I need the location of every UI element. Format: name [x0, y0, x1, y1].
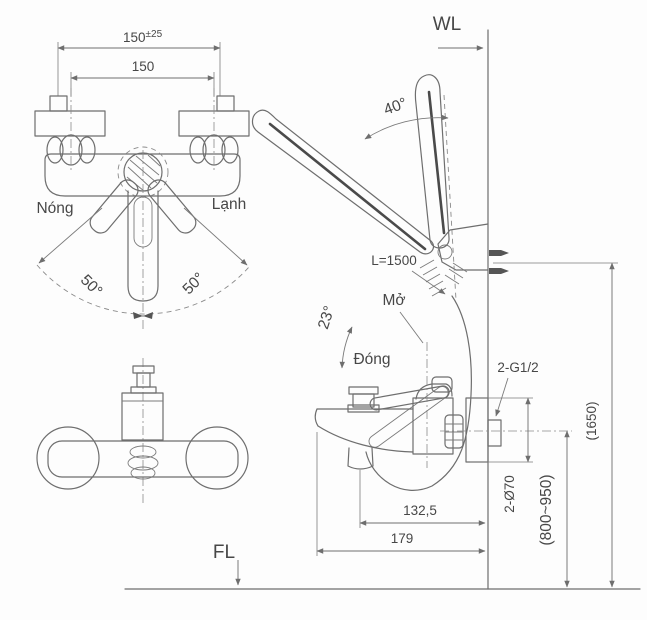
- screw-icon: [489, 250, 509, 256]
- dim-text-shower-angle: 40°: [382, 95, 410, 119]
- dim-text-spout-total-reach: 179: [391, 531, 414, 546]
- wall-escutcheon: [465, 397, 489, 463]
- diverter-knob-side: [348, 386, 379, 395]
- dim-text-install-height: (800~950): [538, 474, 555, 545]
- right-eccentric-union: [178, 88, 250, 170]
- body-bottom: [36, 392, 249, 490]
- dim-text-swing-right: 50°: [180, 270, 209, 299]
- shower-bracket: [437, 223, 509, 274]
- hand-shower-tilted: [251, 109, 435, 255]
- swing-angle-fan: [36, 207, 250, 319]
- shower-angle-arc: [364, 114, 449, 140]
- side-view: WL FL 40° L=1500: [124, 14, 641, 590]
- front-view: 150±25 150: [34, 29, 250, 330]
- dim-text-swing-left: 50°: [77, 272, 106, 301]
- dim-text-spout-center-reach: 132,5: [403, 503, 437, 518]
- diverter-knob-bottom: [130, 365, 157, 394]
- label-hot: Nóng: [36, 200, 73, 217]
- mixer-body-front: [44, 153, 241, 197]
- dim-text-holder-height: (1650): [584, 401, 599, 440]
- spout-outlet: [347, 447, 374, 470]
- shower-hose: [365, 295, 472, 491]
- dim-text-inlet-spacing: 150: [132, 59, 155, 74]
- hose-coil: [419, 259, 468, 297]
- label-floor-line: FL: [213, 542, 235, 563]
- left-eccentric-union: [34, 88, 106, 170]
- label-hose-length: L=1500: [371, 253, 416, 268]
- label-open: Mở: [382, 292, 405, 309]
- dim-text-lever-angle: 23°: [315, 304, 338, 332]
- bottom-view: [36, 358, 249, 505]
- label-wall-line: WL: [433, 14, 462, 35]
- wall-socket: [487, 419, 502, 447]
- lever-open-position: [368, 386, 449, 448]
- handle-lever-left-position: [89, 179, 139, 234]
- dim-text-inlet-spacing-tolerance: 150±25: [123, 29, 163, 45]
- hose-nut: [444, 414, 464, 449]
- label-wall-connection: 2-G1/2: [497, 360, 538, 375]
- screw-icon: [489, 268, 509, 274]
- lever-angle-arc: [339, 326, 353, 369]
- label-cold: Lạnh: [212, 196, 246, 213]
- spout-front: [127, 150, 159, 330]
- handle-lever-right-position: [147, 179, 197, 234]
- dim-text-escutcheon: 2-Ø70: [502, 475, 517, 513]
- label-close: Đóng: [353, 351, 390, 368]
